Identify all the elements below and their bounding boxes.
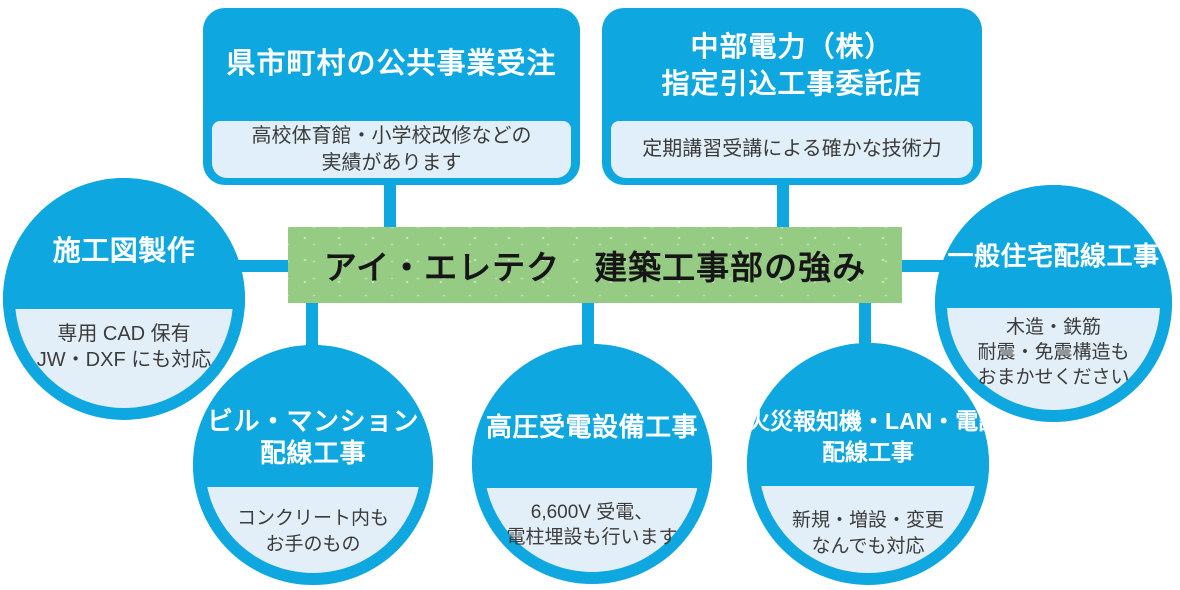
box-chubu-electric-title: 中部電力（株） 指定引込工事委託店 <box>602 8 982 121</box>
connector-right-horizontal <box>893 260 945 272</box>
circle-title: 高圧受電設備工事 <box>472 411 712 443</box>
connector-bottom-middle-vertical <box>582 298 594 353</box>
circle-note-line: お手のもの <box>265 533 361 555</box>
circle-note: コンクリート内も お手のもの <box>193 506 433 558</box>
circle-title-line: 高圧受電設備工事 <box>485 412 698 443</box>
circle-blue-cap <box>193 345 433 487</box>
circle-note: 専用 CAD 保有 JW・DXF にも対応 <box>3 321 245 373</box>
circle-note-line: おまかせください <box>977 367 1130 389</box>
box-public-works: 県市町村の公共事業受注 高校体育館・小学校改修などの 実績があります <box>203 8 580 185</box>
circle-note-line: 新規・増設・変更 <box>791 509 944 531</box>
circle-title-line: 火災報知機・LAN・電話 <box>747 407 989 434</box>
box-chubu-electric-note: 定期講習受講による確かな技術力 <box>611 121 973 178</box>
circle-title-line: 施工図製作 <box>52 234 196 266</box>
circle-note-line: 耐震・免震構造も <box>977 342 1130 364</box>
circle-note-line: 木造・鉄筋 <box>1005 317 1101 339</box>
connector-left-horizontal <box>235 260 295 272</box>
connector-top-left-vertical <box>384 175 396 235</box>
center-title-bar: アイ・エレテク 建築工事部の強み <box>288 227 902 303</box>
circle-blue-cap <box>935 185 1172 309</box>
circle-note-line: 6,600V 受電、 <box>530 502 654 523</box>
circle-title-line: 配線工事 <box>259 438 366 468</box>
connector-bottom-left-vertical <box>306 298 318 353</box>
box-title-line: 中部電力（株） <box>690 30 894 62</box>
circle-title-line: ビル・マンション <box>206 406 419 436</box>
circle-title: 火災報知機・LAN・電話 配線工事 <box>747 406 989 468</box>
box-note-line: 実績があります <box>321 151 462 174</box>
circle-note: 木造・鉄筋 耐震・免震構造も おまかせください <box>935 315 1172 390</box>
circle-title-line: 配線工事 <box>822 438 914 465</box>
circle-note-line: 専用 CAD 保有 <box>57 322 191 345</box>
box-public-works-note: 高校体育館・小学校改修などの 実績があります <box>212 121 571 178</box>
circle-note-line: なんでも対応 <box>811 535 925 557</box>
circle-title: 施工図製作 <box>3 234 245 268</box>
box-note-line: 定期講習受講による確かな技術力 <box>642 138 942 160</box>
box-chubu-electric: 中部電力（株） 指定引込工事委託店 定期講習受講による確かな技術力 <box>602 8 982 185</box>
circle-title-line: 一般住宅配線工事 <box>947 240 1160 271</box>
circle-note-line: JW・DXF にも対応 <box>36 348 212 371</box>
circle-residential-wiring: 一般住宅配線工事 木造・鉄筋 耐震・免震構造も おまかせください <box>935 185 1172 422</box>
circle-note: 新規・増設・変更 なんでも対応 <box>747 508 989 560</box>
circle-high-voltage: 高圧受電設備工事 6,600V 受電、 電柱埋設も行います <box>472 344 712 584</box>
connector-bottom-right-vertical <box>859 298 871 351</box>
circle-note-line: 電柱埋設も行います <box>506 527 678 548</box>
box-note-line: 高校体育館・小学校改修などの <box>251 124 532 147</box>
circle-building-wiring: ビル・マンション 配線工事 コンクリート内も お手のもの <box>193 345 433 585</box>
box-public-works-title: 県市町村の公共事業受注 <box>203 8 580 121</box>
diagram-title: アイ・エレテク 建築工事部の強み <box>323 249 867 286</box>
connector-top-right-vertical <box>777 175 789 235</box>
circle-blue-cap <box>472 344 712 488</box>
box-title-line: 指定引込工事委託店 <box>661 67 923 99</box>
circle-fire-lan-phone: 火災報知機・LAN・電話 配線工事 新規・増設・変更 なんでも対応 <box>747 343 989 585</box>
circle-title: 一般住宅配線工事 <box>935 240 1172 273</box>
circle-blue-cap <box>3 178 245 309</box>
circle-note: 6,600V 受電、 電柱埋設も行います <box>472 500 712 550</box>
circle-blue-cap <box>747 343 989 486</box>
circle-note-line: コンクリート内も <box>236 507 389 529</box>
circle-title: ビル・マンション 配線工事 <box>193 405 433 469</box>
box-title-line: 県市町村の公共事業受注 <box>226 48 557 80</box>
